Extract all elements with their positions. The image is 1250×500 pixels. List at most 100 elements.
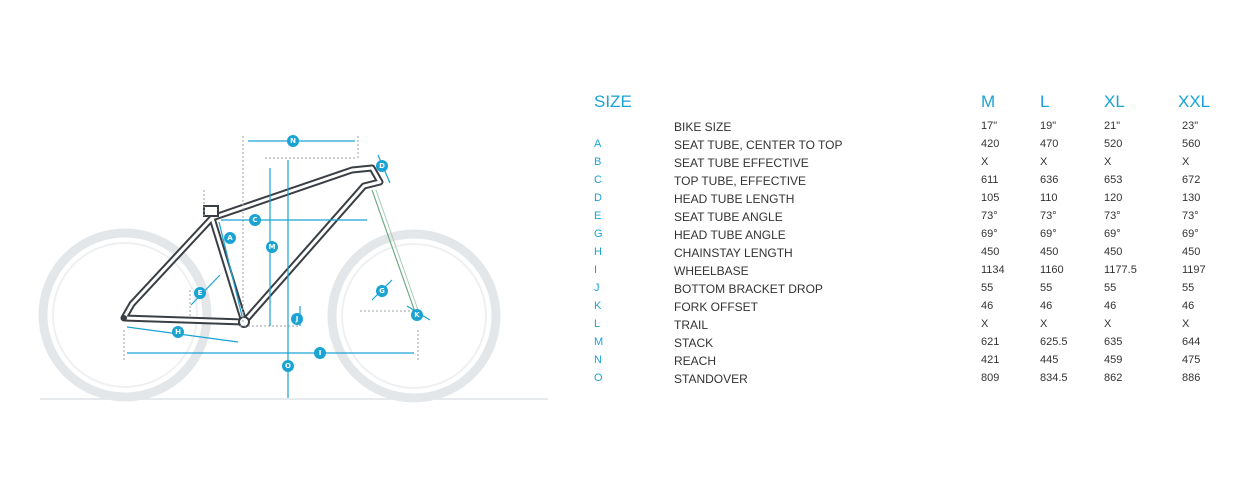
- row-value: 55: [1104, 282, 1117, 294]
- row-value: 621: [981, 336, 1000, 348]
- row-value: 23": [1182, 120, 1199, 132]
- row-value: X: [981, 156, 989, 168]
- marker-H: H: [172, 326, 184, 338]
- row-value: 73°: [1104, 210, 1121, 222]
- svg-text:D: D: [379, 162, 385, 170]
- row-value: 625.5: [1040, 336, 1068, 348]
- row-letter: I: [594, 264, 598, 276]
- row-value: 105: [981, 192, 1000, 204]
- row-label: WHEELBASE: [674, 264, 749, 278]
- row-value: 450: [1182, 246, 1201, 258]
- row-label: BIKE SIZE: [674, 120, 732, 134]
- row-letter: C: [594, 174, 602, 186]
- row-letter: A: [594, 138, 602, 150]
- size-heading: SIZE: [594, 92, 632, 111]
- row-value: 1134: [981, 264, 1005, 276]
- row-value: 834.5: [1040, 372, 1068, 384]
- row-label: HEAD TUBE LENGTH: [674, 192, 795, 206]
- row-value: 120: [1104, 192, 1123, 204]
- row-value: 635: [1104, 336, 1123, 348]
- svg-text:A: A: [227, 234, 233, 242]
- marker-J: J: [291, 313, 303, 325]
- row-letter: E: [594, 210, 602, 222]
- row-letter: M: [594, 336, 604, 348]
- row-value: 459: [1104, 354, 1123, 366]
- row-label: REACH: [674, 354, 717, 368]
- row-value: 636: [1040, 174, 1059, 186]
- svg-text:E: E: [198, 289, 203, 297]
- row-label: SEAT TUBE EFFECTIVE: [674, 156, 809, 170]
- row-value: 46: [1104, 300, 1117, 312]
- row-value: 69°: [1040, 228, 1057, 240]
- row-value: 420: [981, 138, 1000, 150]
- row-value: 69°: [1182, 228, 1199, 240]
- table-row: J BOTTOM BRACKET DROP 55 55 55 55: [594, 282, 1234, 300]
- row-value: 69°: [981, 228, 998, 240]
- row-label: BOTTOM BRACKET DROP: [674, 282, 823, 296]
- row-letter: H: [594, 246, 602, 258]
- marker-K: K: [411, 309, 423, 321]
- marker-C: C: [249, 214, 261, 226]
- svg-text:M: M: [269, 243, 276, 251]
- row-value: X: [1182, 318, 1190, 330]
- row-value: 110: [1040, 192, 1058, 204]
- row-letter: J: [594, 282, 600, 294]
- row-value: 55: [1040, 282, 1053, 294]
- svg-text:K: K: [414, 311, 420, 319]
- front-wheel: [327, 229, 501, 403]
- row-value: 470: [1040, 138, 1059, 150]
- rear-dropout: [121, 315, 127, 321]
- marker-G: G: [376, 285, 388, 297]
- marker-I: I: [314, 347, 326, 359]
- row-value: 73°: [981, 210, 998, 222]
- row-label: HEAD TUBE ANGLE: [674, 228, 786, 242]
- row-value: 644: [1182, 336, 1201, 348]
- row-value: 55: [981, 282, 994, 294]
- fork: [371, 189, 419, 313]
- row-value: X: [1104, 156, 1112, 168]
- reference-lines: [123, 136, 419, 360]
- size-column-header: XL: [1104, 92, 1125, 111]
- size-column-header: M: [981, 92, 996, 111]
- row-letter: G: [594, 228, 603, 240]
- row-value: X: [1104, 318, 1112, 330]
- marker-A: A: [224, 232, 236, 244]
- row-value: X: [981, 318, 989, 330]
- row-value: 475: [1182, 354, 1201, 366]
- row-value: 445: [1040, 354, 1059, 366]
- row-value: 450: [981, 246, 1000, 258]
- row-letter: O: [594, 372, 603, 384]
- row-value: 17": [981, 120, 998, 132]
- row-value: 520: [1104, 138, 1123, 150]
- row-value: 130: [1182, 192, 1201, 204]
- marker-O: O: [282, 360, 294, 372]
- row-value: 46: [1182, 300, 1195, 312]
- rear-wheel: [38, 228, 212, 402]
- row-letter: B: [594, 156, 602, 168]
- svg-text:O: O: [285, 362, 291, 370]
- row-value: 421: [981, 354, 1000, 366]
- row-value: 21": [1104, 120, 1121, 132]
- row-value: 560: [1182, 138, 1201, 150]
- marker-E: E: [194, 287, 206, 299]
- table-row: A SEAT TUBE, CENTER TO TOP 420 470 520 560: [594, 138, 1234, 156]
- row-label: SEAT TUBE, CENTER TO TOP: [674, 138, 843, 152]
- row-label: STANDOVER: [674, 372, 748, 386]
- row-label: TOP TUBE, EFFECTIVE: [674, 174, 807, 188]
- svg-text:I: I: [319, 349, 322, 357]
- size-column-header: XXL: [1178, 92, 1211, 111]
- row-value: 55: [1182, 282, 1195, 294]
- row-value: 73°: [1040, 210, 1057, 222]
- row-value: X: [1040, 156, 1048, 168]
- row-value: 46: [1040, 300, 1053, 312]
